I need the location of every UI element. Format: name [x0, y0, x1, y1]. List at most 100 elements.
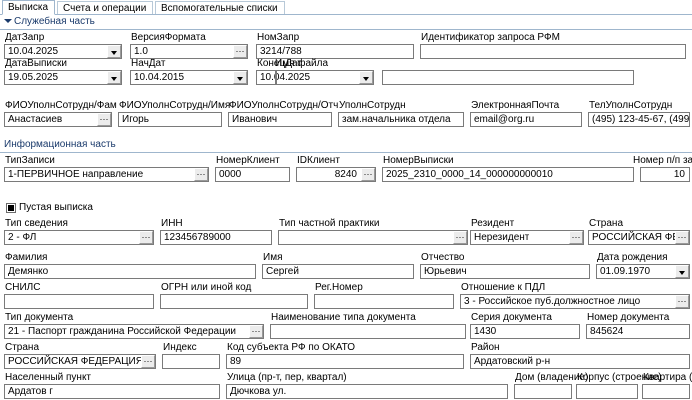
input-imya-fayla[interactable]	[382, 70, 634, 85]
ellipsis-icon[interactable]: ···	[139, 231, 153, 244]
input-versiya-formata[interactable]: 1.0 ···	[130, 44, 248, 59]
input-konec-dat[interactable]: 10.04.2025	[256, 70, 374, 85]
label-nach-dat: НачДат	[131, 58, 166, 69]
input-nom-zapr[interactable]: 3214/788	[256, 44, 414, 59]
label-korpus: Корпус (строение)	[577, 372, 662, 383]
value-nom-zapr: 3214/788	[260, 46, 302, 57]
input-tel[interactable]: (495) 123-45-67, (499) 987	[588, 112, 690, 127]
input-ogrn[interactable]	[160, 294, 308, 309]
label-naselenny-punkt: Населенный пункт	[5, 372, 92, 383]
tab-auxiliary-lists[interactable]: Вспомогательные списки	[155, 1, 285, 14]
value-rezident: Нерезидент	[474, 232, 530, 243]
input-dat-zapr[interactable]: 10.04.2025	[4, 44, 122, 59]
input-indeks[interactable]	[162, 354, 220, 369]
tab-vypiska[interactable]: Выписка	[2, 0, 55, 15]
label-imya-fayla: Имя файла	[275, 58, 329, 69]
value-tip-zapisi: 1-ПЕРВИЧНОЕ направление	[8, 169, 144, 180]
input-reg-nomer[interactable]	[314, 294, 454, 309]
input-id-klient[interactable]: 8240 ···	[296, 167, 376, 182]
input-otchestvo[interactable]: Юрьевич	[420, 264, 590, 279]
ellipsis-icon[interactable]: ···	[569, 231, 583, 244]
tab-strip-underline	[0, 14, 692, 15]
tab-accounts-and-operations[interactable]: Счета и операции	[57, 1, 153, 14]
label-dat-zapr: ДатЗапр	[5, 32, 45, 43]
input-ident-rfm[interactable]	[420, 44, 686, 59]
input-naimenovanie-tipa-dokumenta[interactable]	[270, 324, 466, 339]
ellipsis-icon[interactable]: ···	[453, 231, 467, 244]
ellipsis-icon[interactable]: ···	[97, 113, 111, 126]
label-otchestvo: Отчество	[421, 252, 465, 263]
input-naselenny-punkt[interactable]: Ардатов г	[4, 384, 220, 399]
chevron-down-icon[interactable]	[359, 71, 373, 84]
label-nomer-vypiski: НомерВыписки	[383, 155, 454, 166]
ellipsis-icon[interactable]: ···	[361, 168, 375, 181]
value-tel: (495) 123-45-67, (499) 987	[592, 114, 690, 125]
value-inn: 123456789000	[164, 232, 231, 243]
input-data-vypiski[interactable]: 19.05.2025	[4, 70, 122, 85]
label-nomer-pp-god: Номер п/п за год	[633, 155, 692, 166]
input-dom[interactable]	[514, 384, 572, 399]
label-nomer-klient: НомерКлиент	[216, 155, 280, 166]
input-snils[interactable]	[4, 294, 154, 309]
input-nomer-pp-god[interactable]: 10	[640, 167, 690, 182]
input-familiya[interactable]: Демянко	[4, 264, 256, 279]
section-header-information-part[interactable]: Информационная часть	[0, 138, 692, 153]
label-otnoshenie-pdl: Отношение к ПДЛ	[461, 282, 546, 293]
label-ident-rfm: Идентификатор запроса РФМ	[421, 32, 560, 43]
input-kvartira[interactable]	[642, 384, 690, 399]
chevron-down-icon[interactable]	[107, 71, 121, 84]
value-nomer-klient: 0000	[219, 169, 242, 180]
ellipsis-icon[interactable]: ···	[675, 231, 689, 244]
checkbox-indeterminate-icon[interactable]	[6, 203, 16, 213]
chevron-down-icon[interactable]	[233, 71, 247, 84]
label-fio-fam: ФИОУполнСотрудн/Фам	[5, 100, 117, 111]
ellipsis-icon[interactable]: ···	[141, 355, 155, 368]
input-fio-otch[interactable]: Иванович	[228, 112, 332, 127]
chevron-down-icon[interactable]	[675, 265, 689, 278]
input-strana-rezidentstva[interactable]: РОССИЙСКАЯ ФЕДЕР. ···	[588, 230, 690, 245]
input-ulica[interactable]: Дючкова ул.	[226, 384, 508, 399]
input-seriya-dokumenta[interactable]: 1430	[470, 324, 580, 339]
value-familiya: Демянко	[8, 266, 49, 277]
input-imya[interactable]: Сергей	[262, 264, 414, 279]
input-fio-imya[interactable]: Игорь	[118, 112, 222, 127]
ellipsis-icon[interactable]: ···	[194, 168, 208, 181]
label-tel: ТелУполнСотрудн	[589, 100, 673, 111]
input-tip-zapisi[interactable]: 1-ПЕРВИЧНОЕ направление ···	[4, 167, 209, 182]
ellipsis-icon[interactable]: ···	[233, 45, 247, 58]
section-header-service-part[interactable]: Служебная часть	[0, 15, 692, 30]
value-konec-dat: 10.04.2025	[260, 72, 311, 83]
value-data-rozhdeniya: 01.09.1970	[600, 266, 651, 277]
value-nach-dat: 10.04.2015	[134, 72, 185, 83]
input-nomer-dokumenta[interactable]: 845624	[586, 324, 690, 339]
ellipsis-icon[interactable]: ···	[675, 295, 689, 308]
input-tip-dokumenta[interactable]: 21 - Паспорт гражданина Российской Федер…	[4, 324, 264, 339]
input-tip-svedeniya[interactable]: 2 - ФЛ ···	[4, 230, 154, 245]
input-nomer-vypiski[interactable]: 2025_2310_0000_14_000000000010	[382, 167, 634, 182]
value-upoln-sotrudn: зам.начальника отдела	[342, 114, 451, 125]
input-rezident[interactable]: Нерезидент ···	[470, 230, 584, 245]
input-korpus[interactable]	[576, 384, 638, 399]
input-okato[interactable]: 89	[226, 354, 464, 369]
input-fio-fam[interactable]: Анастасиев ···	[4, 112, 112, 127]
value-nomer-pp-god: 10	[673, 169, 685, 180]
value-strana-rezidentstva: РОССИЙСКАЯ ФЕДЕР.	[592, 232, 690, 243]
value-id-klient: 8240	[334, 169, 357, 180]
value-fio-otch: Иванович	[232, 114, 278, 125]
input-inn[interactable]: 123456789000	[160, 230, 272, 245]
input-email[interactable]: email@org.ru	[470, 112, 582, 127]
input-upoln-sotrudn[interactable]: зам.начальника отдела	[338, 112, 464, 127]
chevron-down-icon[interactable]	[107, 45, 121, 58]
label-strana-rezidentstva: Страна	[589, 218, 624, 229]
label-tip-chastnoy-praktiki: Тип частной практики	[279, 218, 380, 229]
input-data-rozhdeniya[interactable]: 01.09.1970	[596, 264, 690, 279]
input-strana-adres[interactable]: РОССИЙСКАЯ ФЕДЕРАЦИЯ ···	[4, 354, 156, 369]
input-otnoshenie-pdl[interactable]: 3 - Российское пуб.должностное лицо ···	[460, 294, 690, 309]
value-otchestvo: Юрьевич	[424, 266, 467, 277]
input-rayon[interactable]: Ардатовский р-н	[470, 354, 690, 369]
input-nach-dat[interactable]: 10.04.2015	[130, 70, 248, 85]
ellipsis-icon[interactable]: ···	[249, 325, 263, 338]
label-naimenovanie-tipa-dokumenta: Наименование типа документа	[271, 312, 416, 323]
input-nomer-klient[interactable]: 0000	[215, 167, 290, 182]
input-tip-chastnoy-praktiki[interactable]: ···	[278, 230, 468, 245]
